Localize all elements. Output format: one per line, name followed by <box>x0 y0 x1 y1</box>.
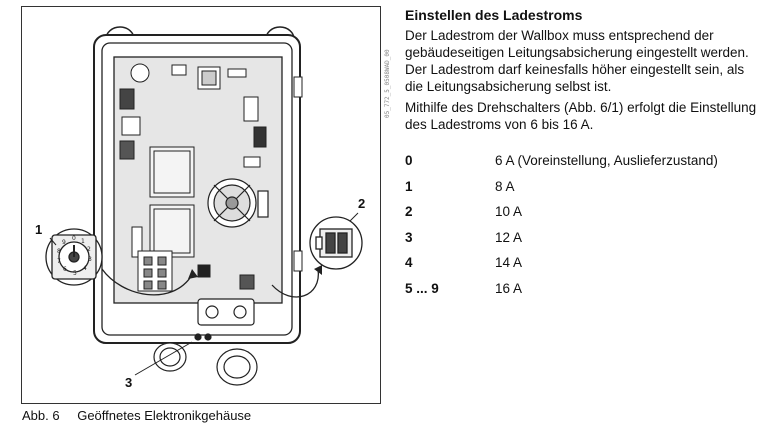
rotary-switch-zoom <box>45 228 103 286</box>
arrow-head <box>188 269 198 279</box>
callout-1: 1 <box>35 222 43 237</box>
switch-position: 5 ... 9 <box>405 280 439 296</box>
callout-3: 3 <box>125 375 133 390</box>
charging-current: 6 A (Voreinstellung, Auslieferzustand) <box>495 153 718 168</box>
leader-line <box>134 341 193 376</box>
dial-digit: 5 <box>73 270 77 277</box>
figure-frame: 0 1 2 3 4 5 6 7 8 9 1 2 3 <box>21 6 381 404</box>
charging-current: 16 A <box>495 280 523 296</box>
board-components <box>119 63 267 258</box>
fan-assembly <box>207 178 269 228</box>
settings-table: 0 6 A (Voreinstellung, Auslieferzustand)… <box>405 152 761 305</box>
caption-text: Geöffnetes Elektronikgehäuse <box>77 408 252 423</box>
switch-position: 3 <box>405 229 413 245</box>
rotary-switch-digits: 0 1 2 3 4 5 6 7 8 9 <box>57 235 92 277</box>
dial-digit: 9 <box>62 239 66 246</box>
switch-position: 0 <box>405 153 413 168</box>
caption-number: Abb. 6 <box>22 408 60 423</box>
settings-row: 2 10 A <box>405 203 761 229</box>
figure-caption: Abb. 6 Geöffnetes Elektronikgehäuse <box>22 408 251 423</box>
callout-2: 2 <box>358 196 366 211</box>
leader-line <box>49 237 57 246</box>
dial-digit: 1 <box>81 238 85 245</box>
section-title: Einstellen des Ladestroms <box>405 7 583 23</box>
dial-digit: 2 <box>87 246 91 253</box>
charging-current: 12 A <box>495 229 523 245</box>
switch-position: 4 <box>405 255 413 270</box>
dial-digit: 6 <box>63 266 67 273</box>
settings-row: 0 6 A (Voreinstellung, Auslieferzustand) <box>405 152 761 178</box>
settings-row: 5 ... 9 16 A <box>405 280 761 306</box>
switch-position: 2 <box>405 204 413 219</box>
dial-digit: 7 <box>57 258 61 265</box>
dial-digit: 4 <box>83 265 87 272</box>
text-column: Einstellen des Ladestroms Der Ladestrom … <box>405 7 761 137</box>
side-plug <box>293 250 303 272</box>
electronics-housing-illustration: 0 1 2 3 4 5 6 7 8 9 <box>45 26 363 386</box>
dial-digit: 3 <box>88 256 92 263</box>
paragraph: Mithilfe des Drehschalters (Abb. 6/1) er… <box>405 100 757 132</box>
arrow-head <box>314 265 322 275</box>
charging-current: 10 A <box>495 204 523 219</box>
callout-arrow <box>101 268 193 296</box>
settings-row: 3 12 A <box>405 229 761 255</box>
connector-zoom <box>309 216 363 270</box>
settings-row: 1 8 A <box>405 178 761 204</box>
switch-position: 1 <box>405 178 413 194</box>
paragraph: Der Ladestrom der Wallbox muss entsprech… <box>405 28 749 94</box>
terminal-block <box>137 250 255 292</box>
dial-digit: 0 <box>72 235 76 242</box>
dial-digit: 8 <box>57 248 61 255</box>
leader-line <box>349 212 359 222</box>
document-code: 05_772_5_0508WAD_00 <box>384 49 391 118</box>
charging-current: 8 A <box>495 178 515 194</box>
charging-current: 14 A <box>495 255 523 270</box>
callout-arrow <box>271 268 319 298</box>
cable-glands <box>153 298 258 386</box>
side-plug <box>293 76 303 98</box>
settings-row: 4 14 A <box>405 254 761 280</box>
